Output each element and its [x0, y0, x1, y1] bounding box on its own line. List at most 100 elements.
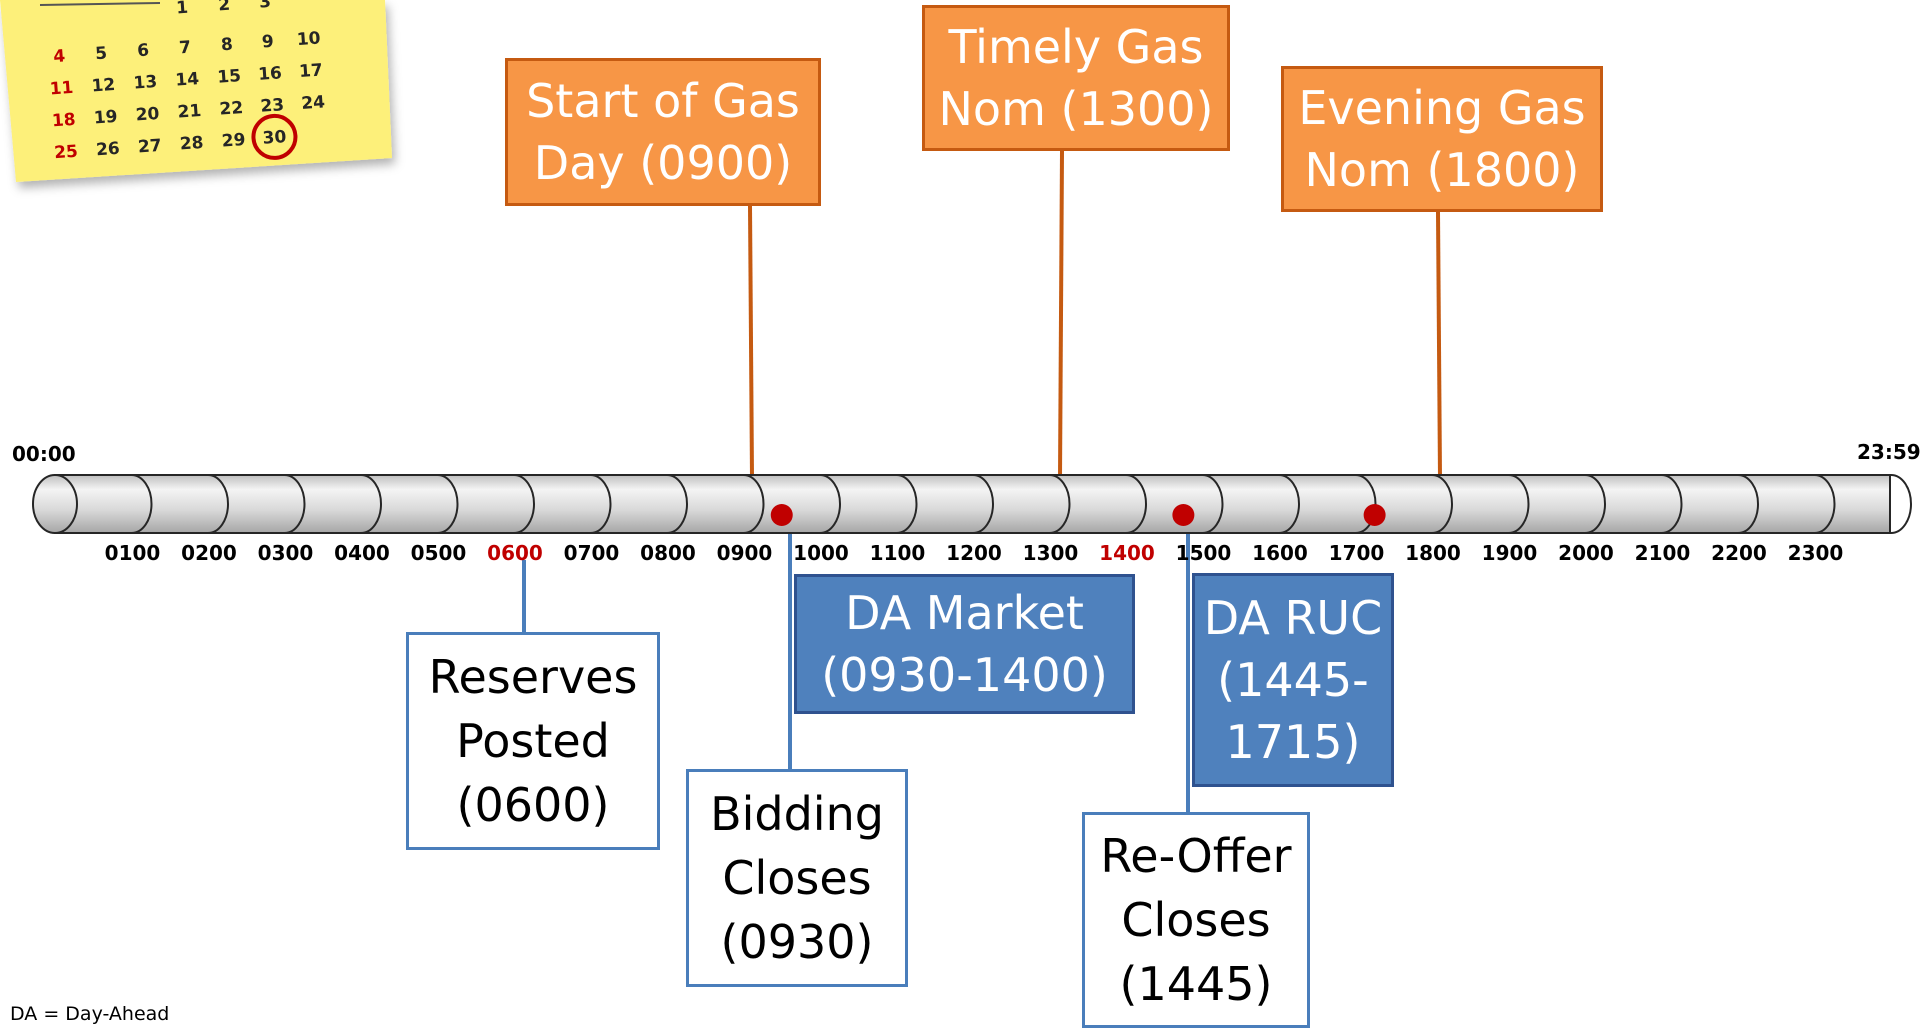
- calendar-day: 17: [298, 60, 323, 82]
- market-window-da-ruc: DA RUC (1445- 1715): [1192, 573, 1394, 787]
- hour-tick-label: 0300: [257, 541, 314, 565]
- deadline-re-offer-closes: Re-Offer Closes (1445): [1082, 812, 1310, 1028]
- calendar-day: 10: [296, 28, 321, 50]
- hour-tick-label: 1200: [946, 541, 1002, 565]
- market-window-da-market: DA Market (0930-1400): [794, 574, 1135, 714]
- calendar-header-rule: [39, 2, 161, 6]
- timeline-segment-arc: [1125, 474, 1147, 534]
- footnote: DA = Day-Ahead: [10, 1003, 170, 1025]
- timeline-segment-arc: [896, 474, 918, 534]
- hour-tick-label: 0700: [563, 541, 620, 565]
- timeline-segment-arc: [513, 474, 535, 534]
- deadline-bidding-closes: Bidding Closes (0930): [686, 769, 908, 987]
- calendar-day: 16: [258, 63, 283, 85]
- hour-tick-label: 1900: [1481, 541, 1538, 565]
- hour-tick-label: 0200: [181, 541, 237, 565]
- timeline-event-dot: [1172, 504, 1195, 526]
- timeline-start-label: 00:00: [12, 442, 76, 466]
- calendar-day: 30: [262, 127, 287, 149]
- timeline-segment-arc: [972, 474, 994, 534]
- timeline-cylinder-start-cap: [32, 474, 78, 534]
- timeline-segment-arc: [360, 474, 382, 534]
- timeline-segment-arc: [1049, 474, 1071, 534]
- gas-event-start-of-gas-day: Start of Gas Day (0900): [505, 58, 821, 206]
- timeline-cylinder-body: [54, 474, 1891, 534]
- calendar-day: 25: [54, 142, 79, 164]
- timeline-segment-arc: [1355, 474, 1377, 534]
- hour-tick-label: 0400: [334, 541, 390, 565]
- timeline-segment-arc: [1661, 474, 1683, 534]
- timeline-segment-arc: [284, 474, 306, 534]
- calendar-day: 6: [137, 40, 150, 61]
- timeline-segment-arc: [1737, 474, 1759, 534]
- calendar-day: 19: [93, 107, 118, 129]
- hour-tick-label: 0100: [104, 541, 161, 565]
- timeline-segment-arc: [666, 474, 688, 534]
- hour-tick-label: 1000: [793, 541, 849, 565]
- calendar-day: 3: [258, 0, 271, 13]
- timeline-segment-arc: [131, 474, 153, 534]
- calendar-day: 28: [179, 133, 204, 155]
- calendar-day: 5: [95, 43, 108, 64]
- timeline-segment-arc: [743, 474, 765, 534]
- hour-tick-label: 1500: [1175, 541, 1232, 565]
- calendar-day: 11: [49, 78, 74, 100]
- calendar-day: 12: [91, 75, 116, 97]
- hour-tick-label: 2200: [1711, 541, 1767, 565]
- timeline-event-dot: [1363, 504, 1386, 526]
- timeline-segment-arc: [1202, 474, 1224, 534]
- timeline-segment-arc: [819, 474, 841, 534]
- calendar-day: 20: [135, 104, 160, 126]
- hour-tick-label: 2300: [1787, 541, 1844, 565]
- deadline-reserves-posted: Reserves Posted (0600): [406, 632, 660, 850]
- calendar-day: 9: [261, 32, 274, 53]
- calendar-highlight-circle: [251, 113, 298, 160]
- timeline-segment-arc: [1814, 474, 1836, 534]
- hour-tick-label: 1300: [1022, 541, 1079, 565]
- hour-tick-label: 0600: [487, 541, 543, 565]
- calendar-day: 15: [217, 66, 242, 88]
- hour-tick-label: 1100: [869, 541, 926, 565]
- connector-timely-gas-nom: [1058, 150, 1064, 479]
- timeline-segment-arc: [590, 474, 612, 534]
- hour-tick-label: 0500: [410, 541, 467, 565]
- calendar-day: 21: [177, 101, 202, 123]
- timeline-end-label: 23:59: [1857, 440, 1921, 464]
- calendar-day: 27: [137, 136, 162, 158]
- timeline-segment-arc: [1508, 474, 1530, 534]
- timeline-segment-arc: [437, 474, 459, 534]
- timeline-segment-arc: [1431, 474, 1453, 534]
- connector-start-of-gas-day: [748, 205, 754, 479]
- calendar-day: 1: [176, 0, 189, 18]
- hour-tick-label: 1700: [1328, 541, 1385, 565]
- timeline-segment-arc: [1890, 474, 1912, 534]
- hour-tick-label: 0900: [716, 541, 773, 565]
- timeline-segment-arc: [207, 474, 229, 534]
- connector-evening-gas-nom: [1436, 211, 1442, 479]
- calendar-day: 8: [220, 35, 233, 56]
- calendar-day: 13: [133, 72, 158, 94]
- calendar-day: 4: [53, 46, 66, 67]
- timeline-segment-arc: [1584, 474, 1606, 534]
- calendar-day: 14: [175, 69, 200, 91]
- hour-tick-label: 1400: [1099, 541, 1155, 565]
- calendar-day: 18: [51, 110, 76, 132]
- hour-tick-label: 2000: [1558, 541, 1614, 565]
- gas-event-evening-gas-nom: Evening Gas Nom (1800): [1281, 66, 1603, 212]
- calendar-day: 24: [301, 92, 326, 114]
- calendar-day: 29: [221, 130, 246, 152]
- calendar-day: 7: [178, 38, 191, 59]
- timeline-event-dot: [770, 504, 793, 526]
- calendar-day: 2: [218, 0, 231, 15]
- hour-tick-label: 2100: [1634, 541, 1691, 565]
- calendar-day: 26: [95, 139, 120, 161]
- hour-tick-label: 1600: [1252, 541, 1308, 565]
- hour-tick-label: 0800: [640, 541, 696, 565]
- gas-event-timely-gas-nom: Timely Gas Nom (1300): [922, 5, 1230, 151]
- calendar-day: 23: [260, 95, 285, 117]
- timeline-segment-arc: [1278, 474, 1300, 534]
- calendar-day: 22: [219, 98, 244, 120]
